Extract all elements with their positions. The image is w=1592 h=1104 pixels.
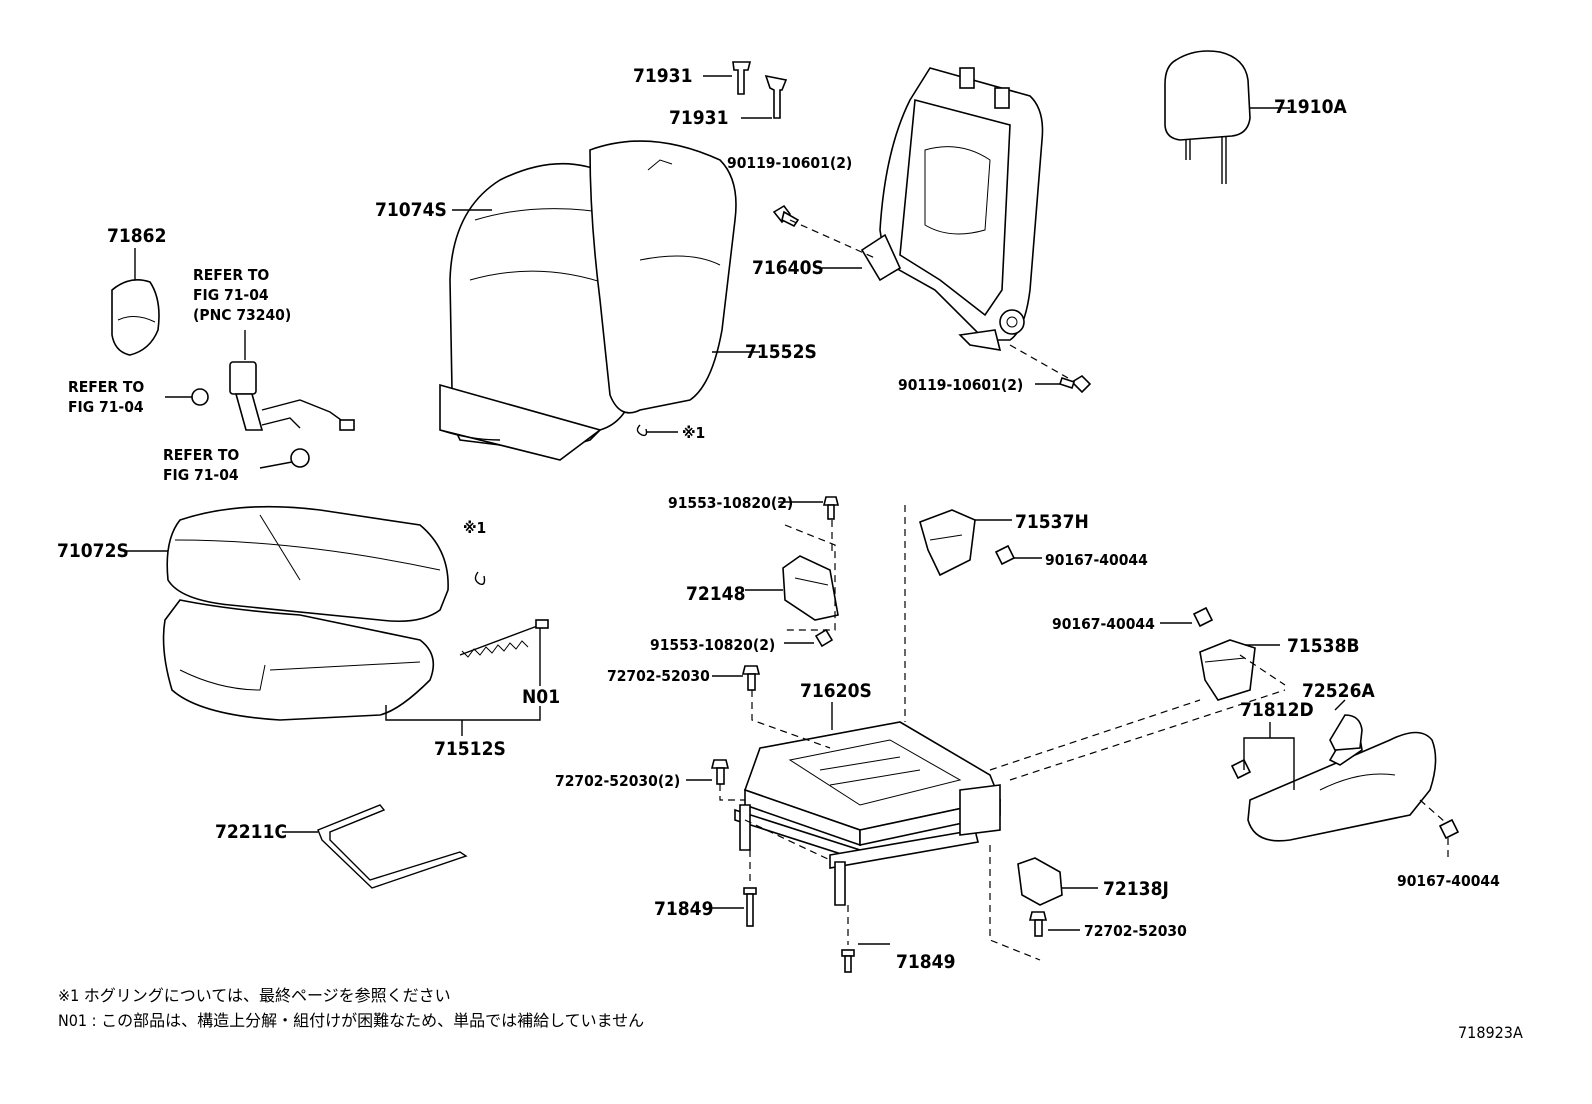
refer-label: FIG 71-04 — [193, 286, 269, 304]
part-label: 71512S — [434, 738, 506, 760]
leader — [1334, 699, 1346, 711]
part-label: 72148 — [686, 583, 745, 605]
leader — [1243, 737, 1295, 790]
hog-ring-mark: ※1 — [463, 519, 486, 537]
part-label: 71552S — [745, 341, 817, 363]
bolt-icon — [710, 665, 1048, 937]
bolt-icon — [814, 496, 840, 648]
footnote: N01 : この部品は、構造上分解・組付けが困難なため、単品では補給していません — [58, 1011, 644, 1030]
part-label: 71862 — [107, 225, 166, 247]
diagram-id: 718923A — [1458, 1023, 1523, 1042]
part-label: 71812D — [1240, 699, 1314, 721]
seatback-pad-71552S — [589, 140, 737, 414]
part-label: 71849 — [896, 951, 955, 973]
part-label: 91553-10820(2) — [668, 494, 793, 512]
part-label: 90167-40044 — [1045, 551, 1148, 569]
part-label: 71931 — [669, 107, 728, 129]
leader — [385, 705, 541, 721]
wire-harness-N01 — [459, 619, 549, 658]
part-label: 72702-52030 — [1084, 922, 1187, 940]
part-label: 71538B — [1287, 635, 1360, 657]
refer-label: FIG 71-04 — [163, 466, 239, 484]
part-label: 90119-10601(2) — [727, 154, 852, 172]
part-label: 90167-40044 — [1397, 872, 1500, 890]
grommet-icon — [191, 388, 310, 468]
refer-label: REFER TO — [193, 266, 269, 284]
refer-label: FIG 71-04 — [68, 398, 144, 416]
part-label: 72138J — [1103, 878, 1169, 900]
part-label: 71074S — [375, 199, 447, 221]
wire-72211C — [317, 804, 468, 889]
leader — [259, 461, 293, 469]
part-label: 71537H — [1015, 511, 1089, 533]
part-label: 72211C — [215, 821, 287, 843]
headrest-71910A — [1164, 50, 1251, 184]
seat-adjuster-71620S — [734, 721, 1002, 906]
part-label: 91553-10820(2) — [650, 636, 775, 654]
knob-72526A — [1329, 714, 1363, 751]
cover-71862 — [111, 279, 160, 356]
bracket-71538B — [1199, 639, 1256, 701]
refer-label: REFER TO — [163, 446, 239, 464]
footnote: ※1 ホグリングについては、最終ページを参照ください — [58, 986, 451, 1005]
refer-label: (PNC 73240) — [193, 306, 291, 324]
seat-belt-buckle — [229, 361, 355, 431]
screw-icon — [994, 544, 1460, 840]
part-label: 71072S — [57, 540, 129, 562]
cushion-cover-71072S — [166, 505, 449, 623]
part-label: 71640S — [752, 257, 824, 279]
headrest-support-71931 — [732, 61, 788, 119]
part-label: 72702-52030(2) — [555, 772, 680, 790]
part-label: 72702-52030 — [607, 667, 710, 685]
hog-ring-mark: ※1 — [682, 424, 705, 442]
part-label: 71849 — [654, 898, 713, 920]
part-label: 90167-40044 — [1052, 615, 1155, 633]
part-label: 71620S — [800, 680, 872, 702]
part-label: 72526A — [1302, 680, 1375, 702]
refer-label: REFER TO — [68, 378, 144, 396]
cushion-pad-71512S — [162, 599, 435, 721]
hog-ring-icon — [474, 571, 486, 586]
part-label: 71910A — [1274, 96, 1347, 118]
part-label: N01 — [522, 686, 560, 708]
bracket-72148 — [782, 555, 839, 621]
part-label: 90119-10601(2) — [898, 376, 1023, 394]
hog-ring-icon — [636, 424, 678, 437]
bracket-71537H — [919, 509, 976, 577]
bolt-icon — [772, 204, 1092, 394]
pin-71849 — [743, 887, 855, 973]
cover-72138J — [1017, 857, 1063, 906]
seatback-frame-71640S — [860, 67, 1044, 351]
part-label: 71931 — [633, 65, 692, 87]
